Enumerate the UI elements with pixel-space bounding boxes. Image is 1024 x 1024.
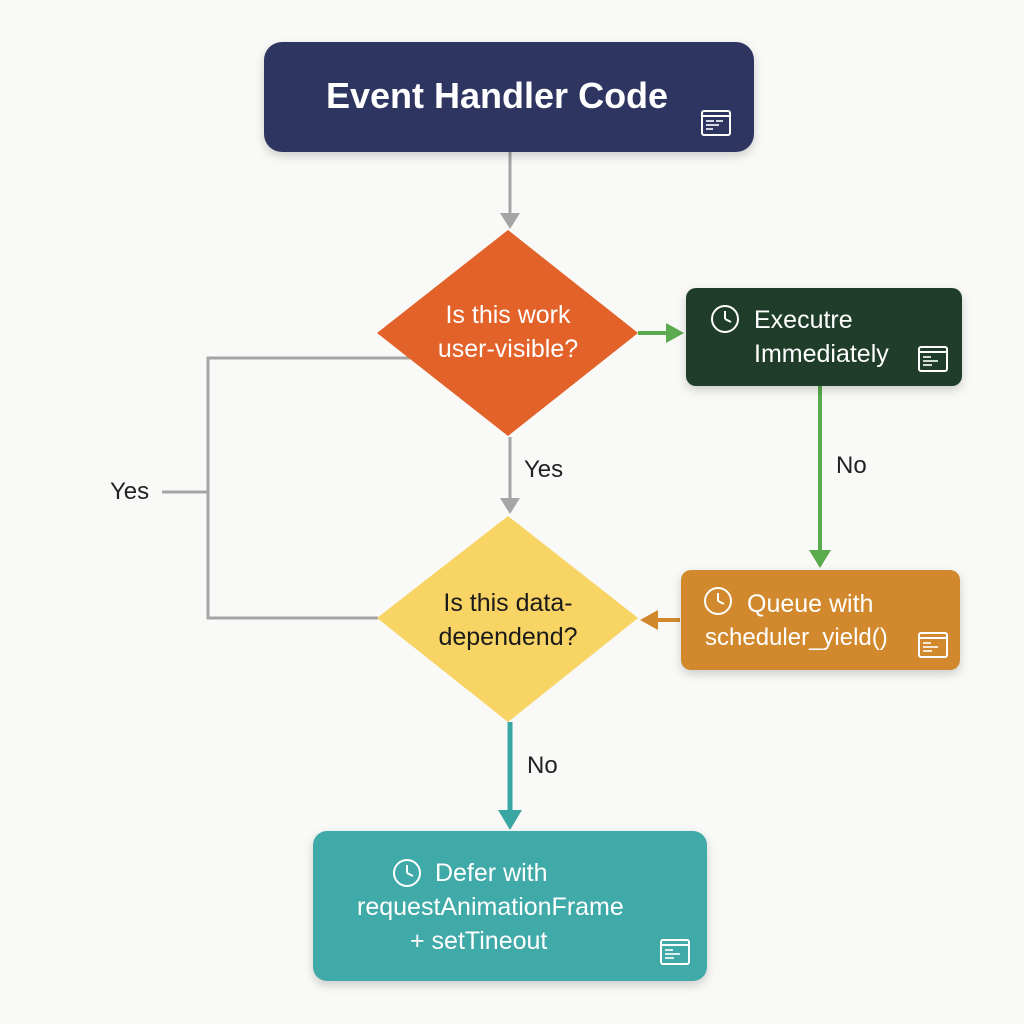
clock-icon <box>393 859 421 887</box>
edge-label-no-right: No <box>836 452 867 479</box>
execute-node-line2: Immediately <box>754 340 889 368</box>
defer-node-line1: Defer with <box>435 859 548 887</box>
code-window-icon <box>660 939 690 965</box>
decision-data-dependent-line2: dependend? <box>438 623 578 651</box>
clock-icon <box>704 587 732 615</box>
arrowhead-decision-to-decision <box>500 498 520 514</box>
defer-node-line2: requestAnimationFrame <box>357 893 624 921</box>
decision-data-dependent-line1: Is this data- <box>443 589 573 617</box>
decision-user-visible: Is this work user-visible? <box>408 298 608 366</box>
execute-node-line1: Executre <box>754 306 853 334</box>
arrowhead-start-to-decision <box>500 213 520 229</box>
left-loop-connector <box>206 356 410 620</box>
decision-user-visible-line1: Is this work <box>445 301 571 329</box>
decision-user-visible-shape <box>377 230 638 436</box>
decision-user-visible-line2: user-visible? <box>437 335 579 363</box>
clock-icon <box>711 305 739 333</box>
decision-data-dependent: Is this data- dependend? <box>408 586 608 654</box>
code-window-icon <box>918 346 948 372</box>
edge-label-yes-left: Yes <box>110 478 150 505</box>
arrowhead-queue-to-decision <box>640 610 658 630</box>
arrowhead-decision-to-execute <box>666 323 684 343</box>
queue-node: Queue with scheduler_yield() <box>681 570 960 670</box>
edge-label-yes-center: Yes <box>524 456 564 483</box>
defer-node-line3: + setTineout <box>410 927 548 955</box>
code-window-icon <box>918 632 948 658</box>
decision-data-dependent-shape <box>377 516 638 722</box>
code-window-icon <box>701 110 731 136</box>
queue-node-line1: Queue with <box>747 590 874 618</box>
start-node: Event Handler Code <box>264 42 754 152</box>
arrowhead-decision-to-defer <box>498 810 522 830</box>
arrowhead-execute-to-queue <box>809 550 831 568</box>
queue-node-line2: scheduler_yield() <box>705 624 888 651</box>
defer-node: Defer with requestAnimationFrame + setTi… <box>313 831 707 981</box>
start-node-label: Event Handler Code <box>326 75 669 116</box>
edge-label-no-bottom: No <box>527 752 558 779</box>
execute-node: Executre Immediately <box>686 288 962 386</box>
